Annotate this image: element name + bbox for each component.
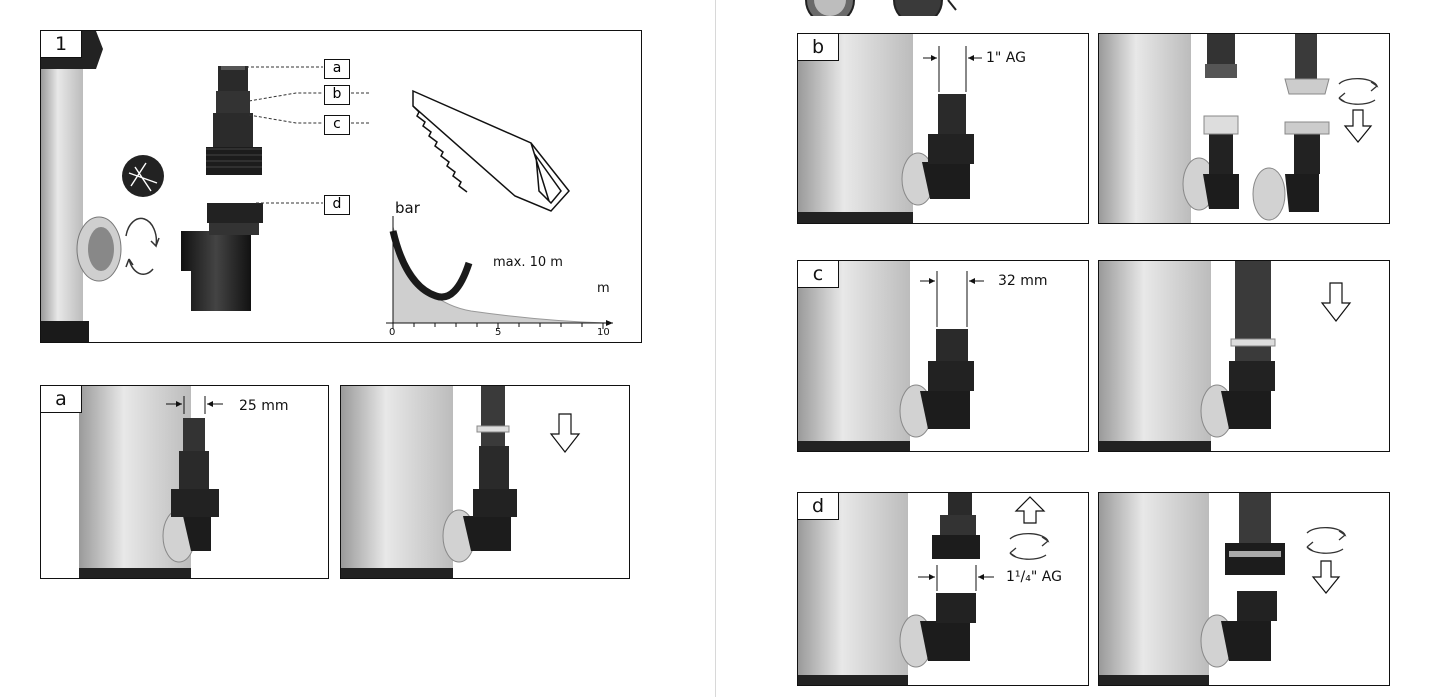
- dimension-label: 1" AG: [986, 50, 1026, 66]
- callout-a: a: [324, 59, 350, 79]
- callout-b: b: [324, 85, 350, 105]
- page-divider: [715, 0, 716, 697]
- chart-ylabel: bar: [395, 199, 420, 217]
- callout-d: d: [324, 195, 350, 215]
- dimension-label: 25 mm: [239, 398, 289, 414]
- no-tool-icon: [122, 155, 164, 197]
- chart-tick-10: 10: [597, 327, 610, 338]
- panel-b-step2: [1098, 33, 1390, 224]
- down-arrow-icon: [1311, 560, 1341, 594]
- down-arrow-icon: [549, 413, 581, 453]
- chart-annotation: max. 10 m: [493, 255, 563, 270]
- panel-number: 1: [41, 31, 82, 58]
- down-arrow-icon: [1320, 282, 1352, 322]
- chart-tick-5: 5: [495, 327, 502, 338]
- chart-tick-0: 0: [389, 327, 396, 338]
- pump-with-hose-photo: [341, 386, 629, 578]
- callout-c: c: [324, 115, 350, 135]
- up-arrow-icon: [1014, 496, 1046, 524]
- panel-letter: d: [798, 493, 839, 520]
- panel-d-step2: [1098, 492, 1390, 686]
- panel-letter: b: [798, 34, 839, 61]
- rotate-arrows-icon: [125, 217, 160, 275]
- panel-a-step2: [340, 385, 630, 579]
- panel-letter: a: [41, 386, 82, 413]
- down-arrow-icon: [1343, 109, 1373, 143]
- dimension-label: 32 mm: [998, 273, 1048, 289]
- panel-letter: c: [798, 261, 839, 288]
- panel-c-step2: [1098, 260, 1390, 452]
- pump-photo: [41, 386, 328, 578]
- saw-icon: [412, 89, 570, 212]
- cropped-header-icons: [805, 0, 957, 16]
- panel-overview: 1: [40, 30, 642, 343]
- panel-c-step1: c 32 mm: [797, 260, 1089, 452]
- panel-d-step1: d 1¹/₄" AG: [797, 492, 1089, 686]
- rotate-arrows-icon: [1009, 532, 1050, 560]
- panel-a-step1: a 25 mm: [40, 385, 329, 579]
- rotate-arrows-icon: [1338, 77, 1379, 105]
- rotate-arrows-icon: [1306, 526, 1347, 554]
- dimension-label: 1¹/₄" AG: [1006, 569, 1062, 585]
- overview-illustration: [41, 31, 613, 342]
- chart-xlabel: m: [597, 281, 610, 296]
- panel-b-step1: b 1" AG: [797, 33, 1089, 224]
- pressure-chart: [386, 216, 613, 329]
